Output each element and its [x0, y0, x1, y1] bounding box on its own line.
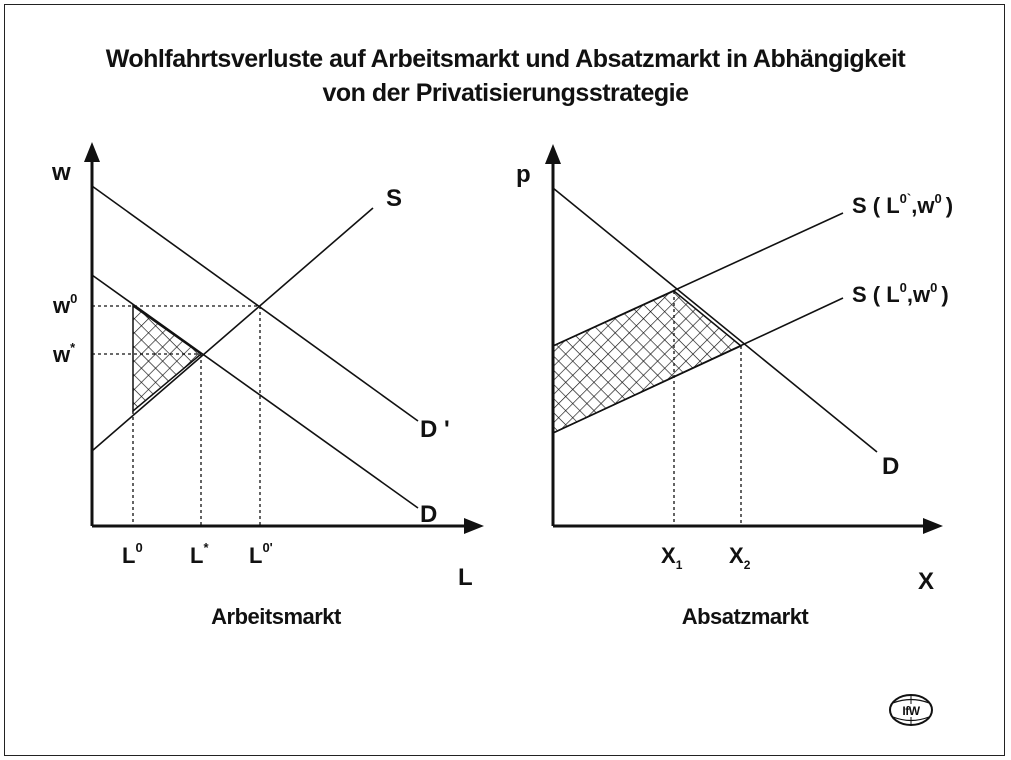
left-label-D-prime: D '	[420, 416, 450, 443]
left-welfare-loss-area	[132, 304, 203, 413]
left-tick-w0: w0	[52, 291, 77, 318]
left-tick-wstar: w*	[52, 340, 76, 367]
left-demand-curve	[91, 274, 419, 509]
left-tick-Lstar: L*	[190, 540, 209, 568]
right-label-supply-lower: S ( L0,w0)	[852, 280, 949, 307]
left-panel: w L S D ' D w0 w* L0 L* L0' Arbeitsmarkt	[51, 142, 484, 629]
left-label-S: S	[386, 185, 402, 212]
left-x-axis-label: L	[458, 564, 473, 591]
left-tick-L0prime: L0'	[249, 540, 273, 568]
right-y-axis-label: p	[516, 161, 531, 188]
right-tick-X1: X1	[661, 543, 683, 572]
right-x-axis-arrow	[923, 518, 943, 534]
right-supply-lower-curve	[552, 297, 844, 434]
right-x-axis-label: X	[918, 568, 934, 595]
right-demand-curve	[552, 187, 878, 453]
left-demand-shifted-curve	[91, 185, 419, 422]
right-supply-upper-curve	[552, 212, 844, 347]
ifw-logo-text: IfW	[902, 704, 920, 718]
left-label-D: D	[420, 501, 437, 528]
title-line-2: von der Privatisierungsstrategie	[322, 79, 689, 107]
left-supply-curve	[91, 207, 374, 452]
right-label-supply-upper: S ( L0`,w0)	[852, 191, 953, 218]
left-y-axis-arrow	[84, 142, 100, 162]
right-label-D: D	[882, 453, 899, 480]
slide-frame	[4, 4, 1005, 756]
left-x-axis-arrow	[464, 518, 484, 534]
left-panel-caption: Arbeitsmarkt	[211, 604, 342, 629]
ifw-logo: IfW	[889, 694, 933, 726]
right-welfare-loss-area	[552, 290, 743, 435]
right-panel-caption: Absatzmarkt	[682, 604, 810, 629]
left-y-axis-label: w	[51, 159, 71, 186]
right-panel: p X S ( L0`,w0) S ( L0,w0) D X1 X2 Absat…	[516, 144, 953, 629]
left-tick-L0: L0	[122, 540, 143, 568]
slide-title: Wohlfahrtsverluste auf Arbeitsmarkt und …	[0, 42, 1011, 110]
right-y-axis-arrow	[545, 144, 561, 164]
right-tick-X2: X2	[729, 543, 751, 572]
title-line-1: Wohlfahrtsverluste auf Arbeitsmarkt und …	[105, 45, 906, 73]
